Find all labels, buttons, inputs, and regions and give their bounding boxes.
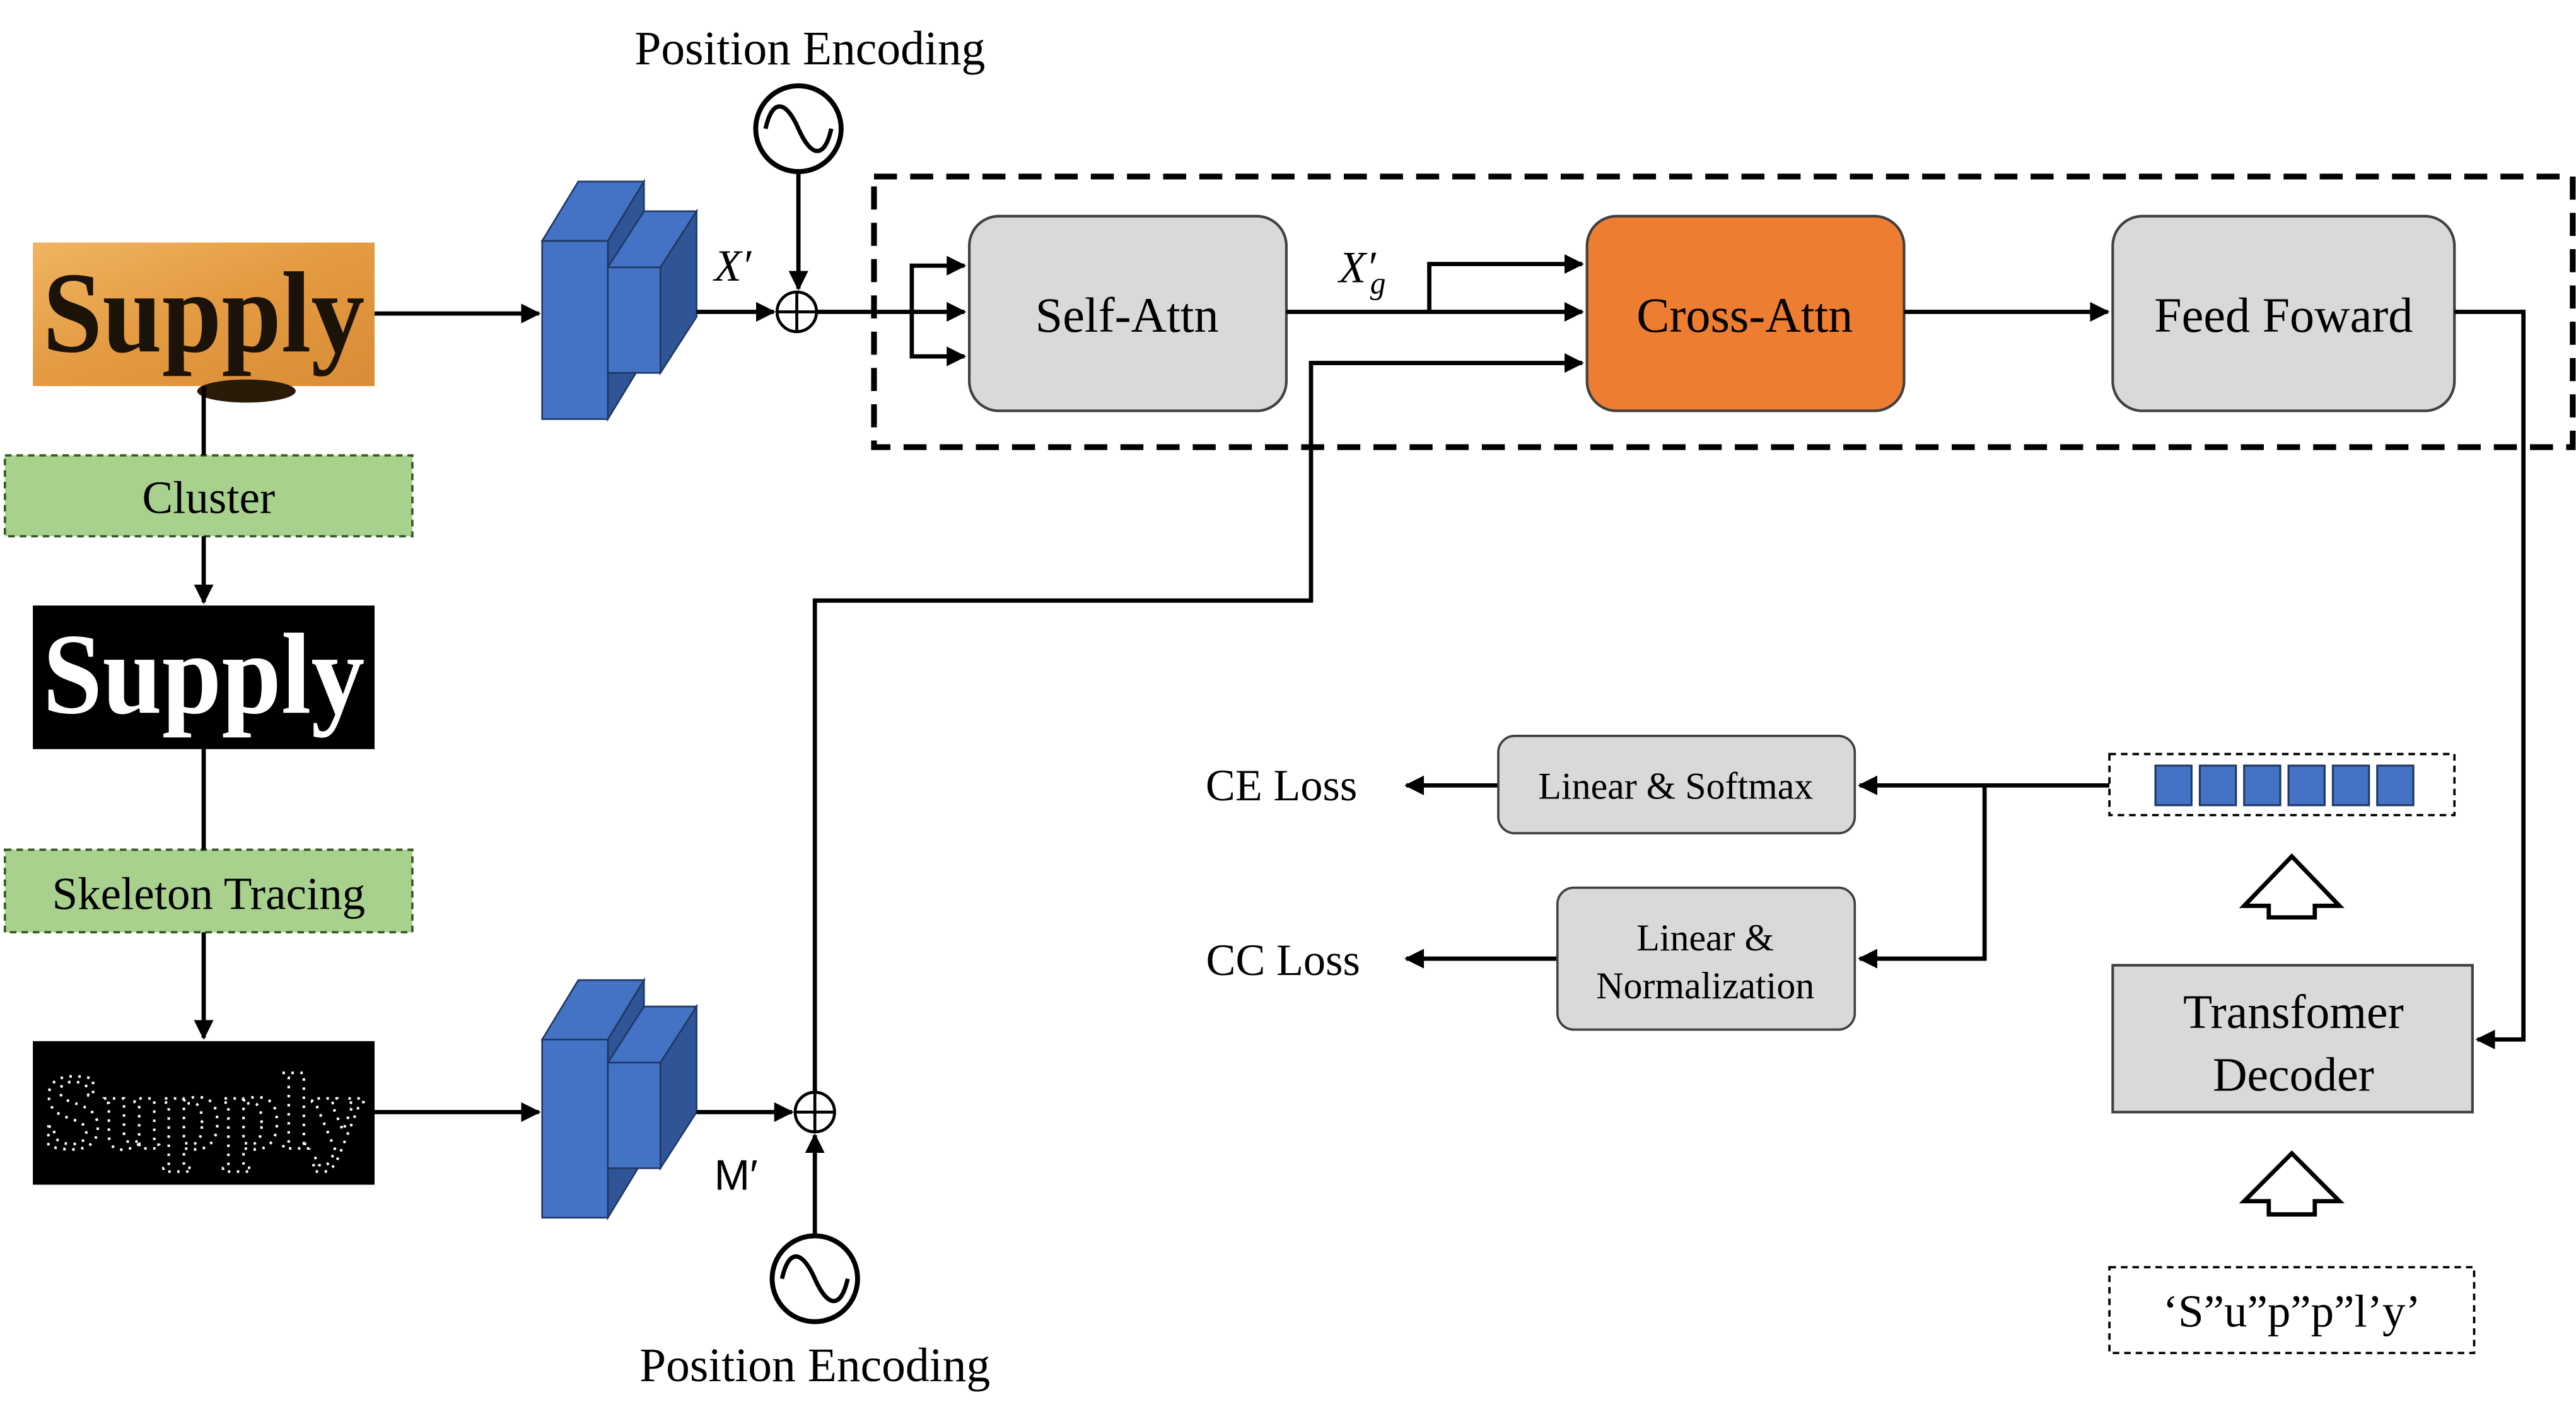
linear-softmax-label: Linear & Softmax — [1538, 764, 1813, 807]
sine-wave-icon — [769, 1233, 860, 1324]
self-attn-label: Self-Attn — [1035, 288, 1219, 342]
add-circle-icon — [793, 1090, 836, 1134]
cc-loss-label: CC Loss — [1206, 936, 1360, 985]
input-photo-word: Supply — [43, 248, 365, 377]
feature-vector — [2108, 752, 2456, 817]
add-circle-icon — [775, 290, 819, 334]
conv-block-icon — [540, 977, 699, 1221]
linear-norm-label-2: Normalization — [1596, 964, 1814, 1007]
pos-enc-bottom-label: Position Encoding — [639, 1340, 990, 1392]
input-photo: Supply — [33, 242, 375, 403]
cross-attn-box: Cross-Attn — [1585, 214, 1906, 412]
xg-prime-label: X′ g — [1337, 243, 1385, 300]
pos-enc-top-label: Position Encoding — [634, 23, 985, 75]
cluster-label: Cluster — [143, 472, 276, 523]
binary-image: Supply — [33, 605, 375, 749]
svg-text:X′: X′ — [1337, 243, 1377, 292]
transformer-decoder-label-2: Decoder — [2213, 1049, 2374, 1101]
linear-softmax-box: Linear & Softmax — [1497, 735, 1856, 835]
cross-attn-label: Cross-Attn — [1636, 288, 1853, 342]
m-prime-label: M′ — [714, 1152, 758, 1199]
linear-normalization-box: Linear & Normalization — [1556, 886, 1856, 1031]
cluster-box: Cluster — [3, 454, 414, 538]
transformer-decoder-label-1: Transfomer — [2183, 986, 2404, 1039]
skeleton-image-word: Supply — [43, 1052, 365, 1172]
transformer-decoder-box: Transfomer Decoder — [2111, 964, 2474, 1114]
feed-forward-label: Feed Foward — [2154, 288, 2413, 342]
linear-norm-label-1: Linear & — [1636, 916, 1774, 959]
feed-forward-box: Feed Foward — [2111, 214, 2456, 412]
skeleton-box: Skeleton Tracing — [3, 848, 414, 934]
hollow-up-arrow-icon — [2239, 853, 2345, 920]
flow-arrows — [374, 172, 2526, 1236]
conv-block-icon — [540, 178, 699, 423]
target-sequence-box: ‘S”u”p”p”l’y’ — [2108, 1266, 2476, 1355]
skeleton-image: Supply — [33, 1041, 375, 1185]
skeleton-label: Skeleton Tracing — [52, 868, 365, 919]
ce-loss-label: CE Loss — [1206, 761, 1357, 810]
x-prime-label: X′ — [713, 242, 752, 291]
svg-text:g: g — [1370, 266, 1386, 301]
self-attn-box: Self-Attn — [968, 214, 1288, 412]
sine-wave-icon — [753, 83, 844, 175]
target-sequence-label: ‘S”u”p”p”l’y’ — [2163, 1285, 2421, 1336]
binary-image-word: Supply — [43, 610, 365, 738]
hollow-up-arrow-icon — [2239, 1150, 2345, 1217]
